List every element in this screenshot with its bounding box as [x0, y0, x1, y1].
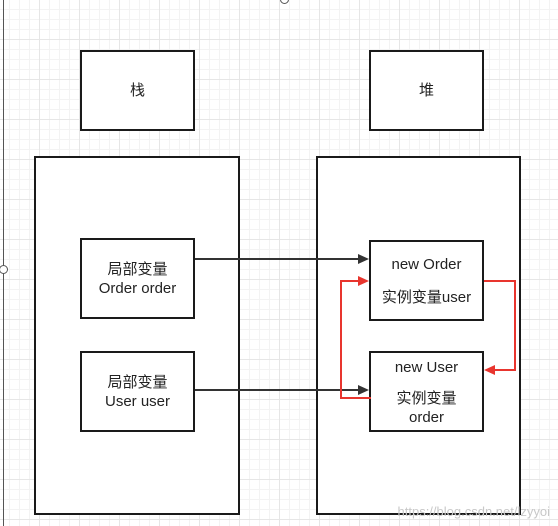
arrowhead: [484, 365, 495, 375]
order-object-box[interactable]: new Order 实例变量user: [369, 240, 484, 321]
local-variable-order-box[interactable]: 局部变量 Order order: [80, 238, 195, 319]
cross-reference-user-to-order: [340, 280, 371, 399]
heap-title: 堆: [418, 82, 434, 99]
local-variable-label: 局部变量: [107, 373, 168, 391]
watermark: https://blog.csdn.net/lzyyoi: [397, 504, 550, 519]
arrowhead: [358, 254, 369, 264]
stack-title: 栈: [129, 82, 145, 99]
stack-region[interactable]: [34, 156, 240, 515]
arrowhead: [358, 276, 369, 286]
object-header: new User: [394, 359, 459, 376]
object-header: new Order: [391, 256, 462, 273]
heap-region[interactable]: [316, 156, 521, 515]
left-guide-line: [3, 0, 4, 526]
arrowhead: [358, 385, 369, 395]
cross-reference-order-to-user: [484, 280, 516, 371]
user-object-box[interactable]: new User 实例变量 order: [369, 351, 484, 432]
stack-title-box[interactable]: 栈: [80, 50, 195, 131]
local-variable-user-box[interactable]: 局部变量 User user: [80, 351, 195, 432]
instance-variable-label: 实例变量: [396, 390, 457, 407]
instance-variable: 实例变量user: [381, 289, 472, 306]
local-variable-value: User user: [104, 392, 171, 410]
instance-variable-name: order: [408, 409, 445, 426]
resize-handle-left[interactable]: [0, 265, 8, 274]
local-variable-value: Order order: [98, 279, 177, 297]
local-variable-label: 局部变量: [107, 260, 168, 278]
heap-title-box[interactable]: 堆: [369, 50, 484, 131]
